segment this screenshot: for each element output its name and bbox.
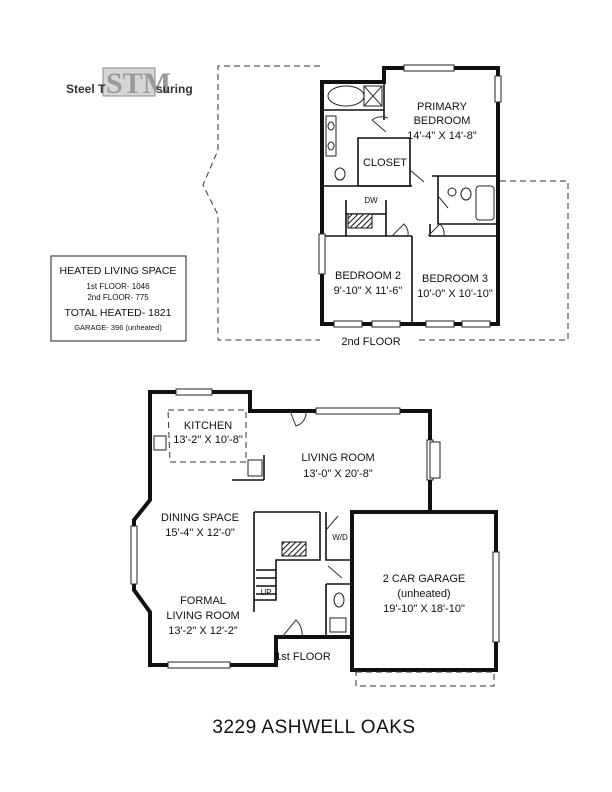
legend-total: TOTAL HEATED- 1821 (65, 307, 172, 319)
bath2-walls (437, 176, 498, 225)
bedroom-divider (322, 224, 498, 324)
window-2f-left (318, 233, 326, 275)
formal-living-label-2: LIVING ROOM (166, 610, 239, 622)
garage-label: 2 CAR GARAGE (383, 573, 466, 585)
fridge-icon (153, 435, 167, 451)
stair-block-walls (253, 511, 321, 612)
vanity-icon (325, 115, 337, 157)
closet-label: CLOSET (363, 157, 407, 169)
door-swing-bath2 (437, 195, 449, 209)
window-2f-top (403, 64, 455, 72)
roof-outline-left (202, 65, 320, 341)
vanity-icon-1f (329, 617, 347, 633)
logo-text-left: Steel T (66, 82, 106, 96)
bedroom-3-dims: 10'-0" X 10'-10" (417, 288, 493, 300)
kitchen-counter-outline (167, 409, 247, 463)
bath-wall (322, 68, 385, 120)
up-label: UP (260, 588, 271, 597)
door-swing-bed2 (391, 223, 409, 237)
roof-outline-right (418, 180, 569, 341)
first-floor-caption: 1st FLOOR (275, 651, 331, 663)
stair-treads (256, 569, 276, 595)
window-2f-right (494, 75, 502, 103)
fireplace-icon (429, 441, 441, 479)
living-room-label: LIVING ROOM (301, 452, 374, 464)
door-swing-bed3 (427, 223, 445, 237)
heated-space-legend: HEATED LIVING SPACE 1st FLOOR- 1046 2nd … (50, 255, 187, 342)
garage-note: (unheated) (397, 588, 450, 600)
legend-first-floor: 1st FLOOR- 1046 (86, 282, 150, 291)
window-1f-living-top (315, 407, 401, 415)
range-icon (247, 459, 263, 477)
door-swing-primary (371, 116, 389, 133)
primary-bedroom-label-2: BEDROOM (414, 115, 471, 127)
toilet-icon-1f (333, 592, 345, 608)
window-2f-bottom-3 (425, 320, 455, 328)
window-2f-bottom-4 (461, 320, 491, 328)
kitchen-dims: 13'-2" X 10'-8" (173, 434, 243, 446)
second-floor-caption: 2nd FLOOR (341, 336, 400, 348)
logo-mark-box (102, 67, 156, 97)
legend-box (50, 255, 187, 342)
bathtub-2-icon (475, 185, 495, 221)
kitchen-divider (232, 455, 265, 481)
legend-heading: HEATED LIVING SPACE (60, 265, 177, 277)
bay-window-left (130, 525, 138, 585)
wd-label: W/D (332, 533, 348, 542)
bedroom-2-dims: 9'-10" X 11'-6" (334, 285, 403, 297)
logo-mark: STM (106, 67, 171, 100)
primary-bedroom-dims: 14'-4" X 14'-8" (407, 130, 477, 142)
window-2f-bottom-2 (371, 320, 401, 328)
stair-hatch (281, 541, 307, 557)
sink-icon-2 (327, 141, 335, 151)
bedroom-2-label: BEDROOM 2 (335, 270, 401, 282)
door-swing-closet (409, 169, 425, 183)
window-2f-bottom-1 (333, 320, 363, 328)
door-swing-rear (289, 410, 307, 427)
dining-space-dims: 15'-4" X 12'-0" (165, 527, 235, 539)
door-swing-front (281, 619, 303, 638)
formal-living-dims: 13'-2" X 12'-2" (168, 625, 238, 637)
legend-second-floor: 2nd FLOOR- 775 (87, 293, 149, 302)
shower-x-icon (363, 85, 383, 107)
window-1f-formal-bottom (167, 661, 231, 669)
dw-label: DW (364, 196, 378, 205)
door-swing-laundry (325, 515, 339, 531)
kitchen-label: KITCHEN (184, 420, 232, 432)
second-floor-plan: PRIMARY BEDROOM 14'-4" X 14'-8" CLOSET D… (202, 64, 569, 348)
garage-door-track (355, 671, 495, 687)
window-1f-garage-right (492, 551, 500, 643)
toilet-icon-2f-b (460, 187, 472, 201)
sink-icon-1 (327, 121, 335, 131)
logo-text-right: suring (156, 82, 193, 96)
property-title: 3229 ASHWELL OAKS (212, 717, 415, 738)
primary-bedroom-label-1: PRIMARY (417, 101, 468, 113)
bathtub-icon (327, 85, 365, 107)
dining-space-label: DINING SPACE (161, 512, 239, 524)
company-logo: STM Steel T suring (66, 67, 193, 100)
bedroom-3-label: BEDROOM 3 (422, 273, 488, 285)
legend-garage: GARAGE- 396 (unheated) (74, 323, 162, 332)
first-floor-plan: KITCHEN 13'-2" X 10'-8" LIVING ROOM 13'-… (130, 388, 500, 687)
garage-dims: 19'-10" X 18'-10" (383, 603, 465, 615)
sink-icon-2f-b (447, 187, 457, 197)
toilet-icon-2f-a (334, 167, 346, 181)
door-swing-garage (327, 565, 343, 579)
window-1f-kitchen-top (175, 388, 213, 396)
laundry-walls (325, 512, 352, 637)
formal-living-label-1: FORMAL (180, 595, 226, 607)
living-room-dims: 13'-0" X 20'-8" (303, 468, 373, 480)
stair-landing-hatch (347, 213, 373, 229)
